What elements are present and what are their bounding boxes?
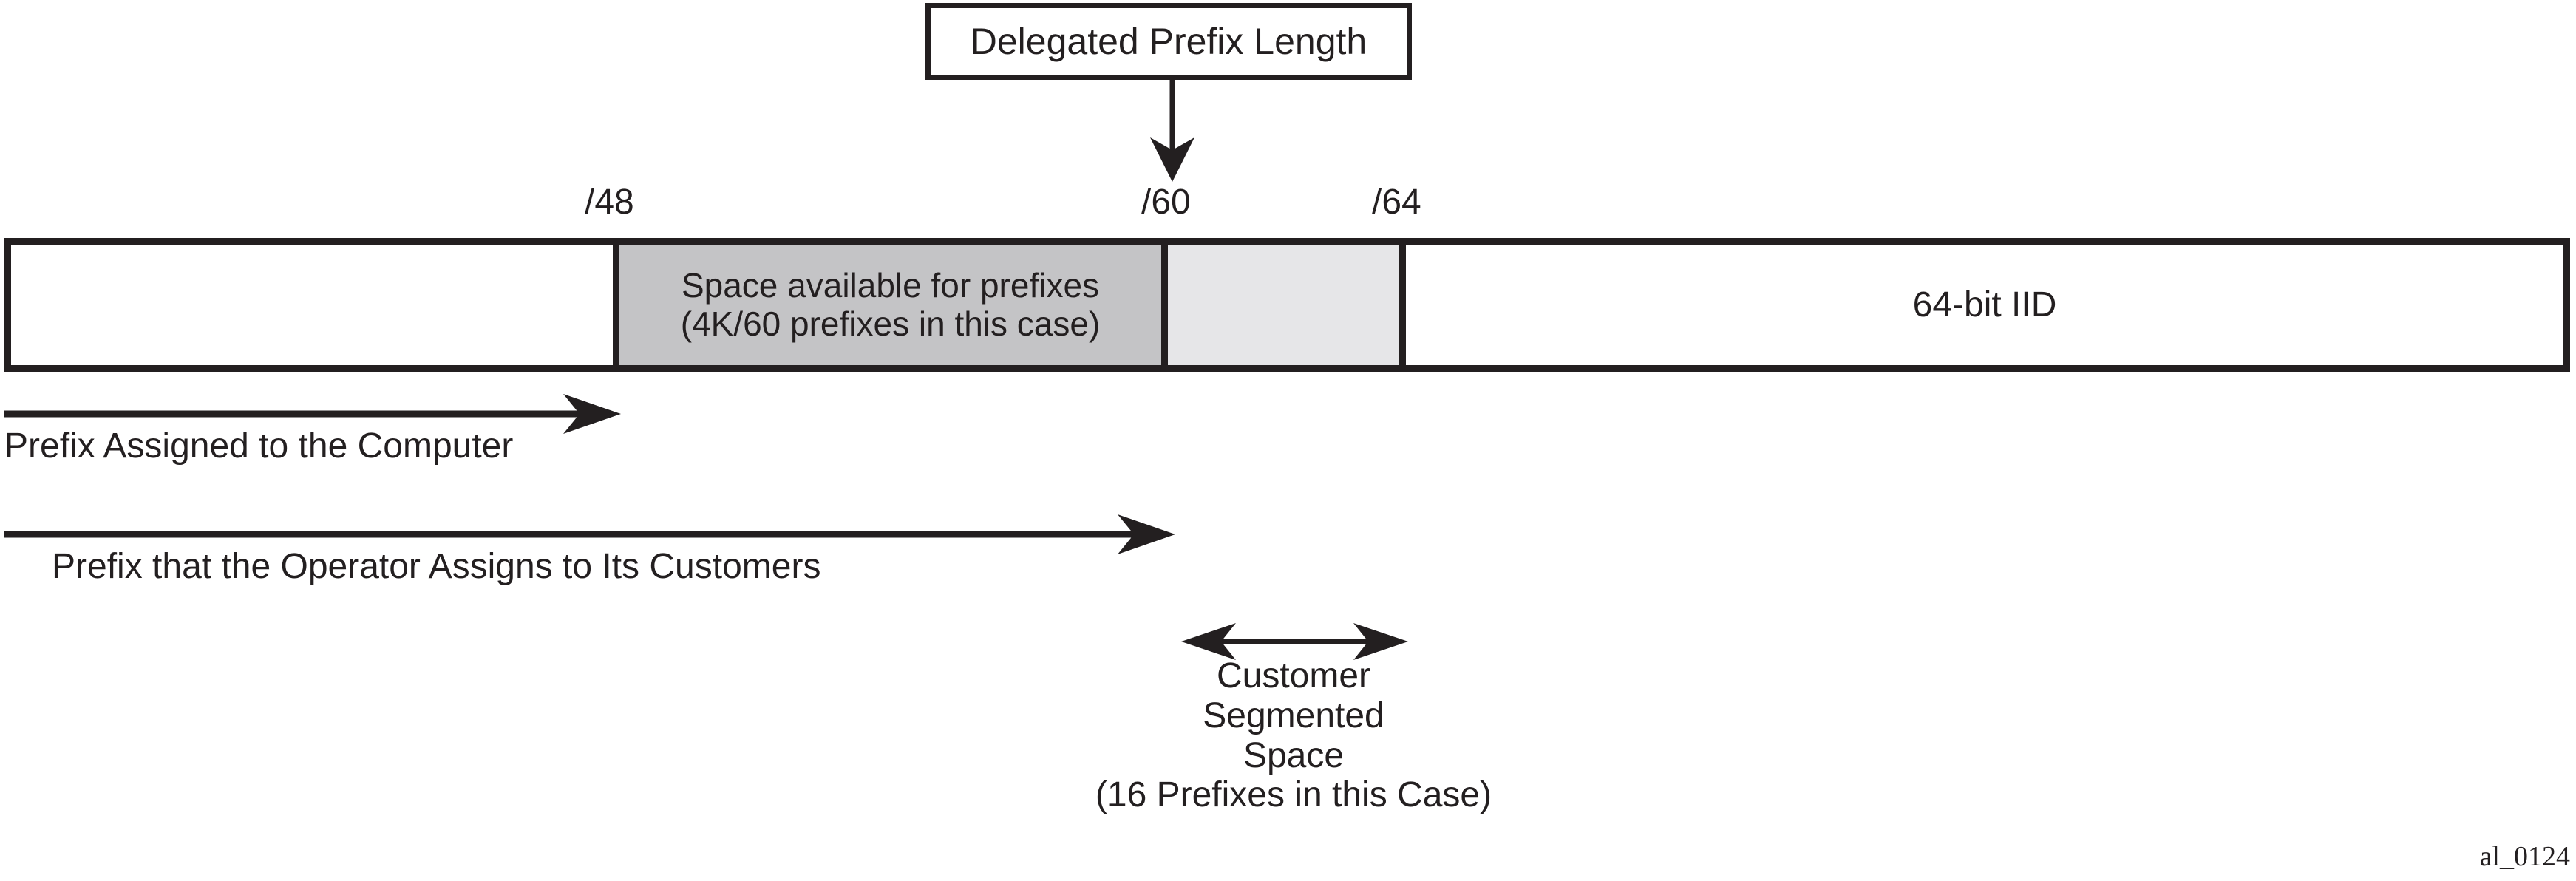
segment-customer-segmented-space [1168,245,1406,365]
callout-pointer-arrow [1150,80,1194,182]
tick-label-prefix-60: /60 [1141,183,1191,222]
segment-prefix-space: Space available for prefixes (4K/60 pref… [613,245,1168,365]
span-arrow-caption-customer-segmented-space: Customer Segmented Space (16 Prefixes in… [850,656,1737,815]
figure-id-label: al_0124 [2479,841,2570,872]
span-arrow-caption-prefix-assigned-to-computer: Prefix Assigned to the Computer [4,426,514,466]
segment-prefix-space-line-1: Space available for prefixes [681,265,1100,305]
tick-label-prefix-48: /48 [585,183,634,222]
customer-caption-line-4: (16 Prefixes in this Case) [1095,775,1492,815]
customer-caption-line-1: Customer [1216,656,1371,695]
segment-interface-identifier: 64-bit IID [1406,245,2563,365]
span-arrow-customer-segmented-space [1181,623,1408,660]
callout-label: Delegated Prefix Length [970,21,1367,62]
address-bar: Space available for prefixes (4K/60 pref… [4,238,2570,372]
segment-prefix-space-line-2: (4K/60 prefixes in this case) [680,304,1101,343]
customer-caption-line-2: Segmented [1203,695,1384,735]
tick-label-prefix-64: /64 [1372,183,1421,222]
callout-delegated-prefix-length: Delegated Prefix Length [925,3,1412,80]
segment-iid-label: 64-bit IID [1912,285,2057,324]
span-arrow-caption-prefix-operator-assigns: Prefix that the Operator Assigns to Its … [52,547,821,586]
segment-unused-left [11,245,613,365]
customer-caption-line-3: Space [1243,735,1345,775]
